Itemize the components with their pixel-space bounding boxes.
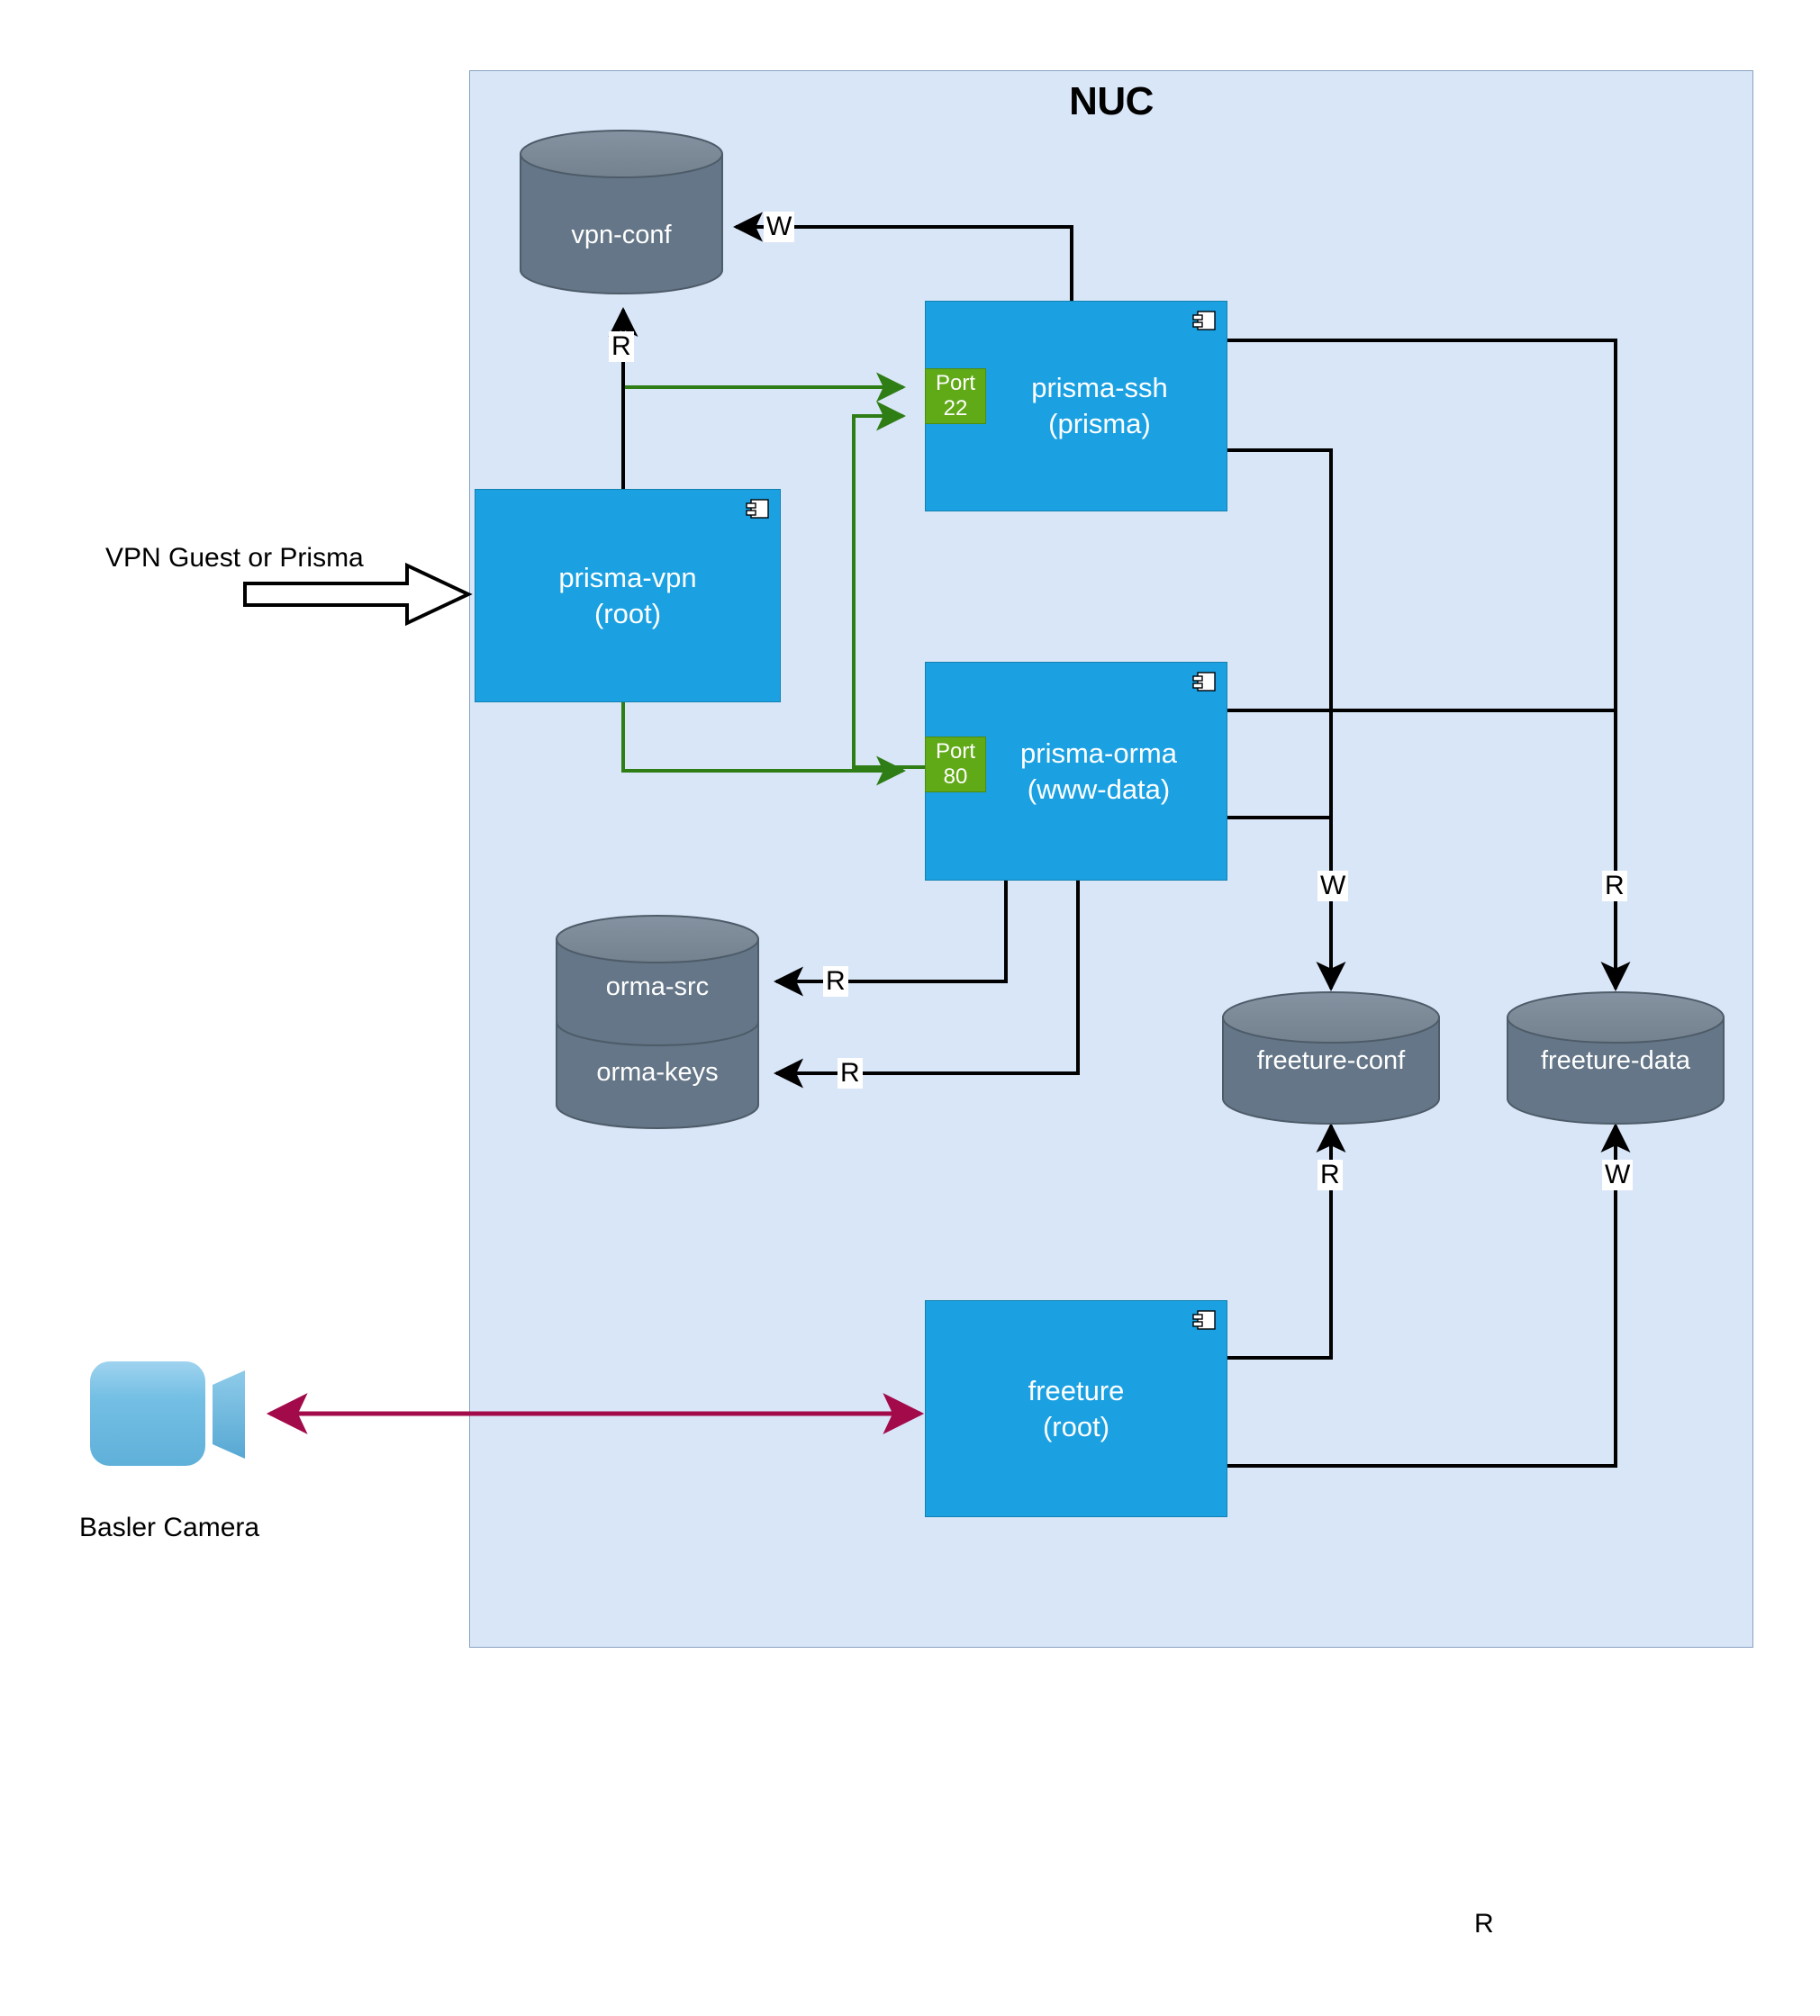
port-label-22: Port — [935, 370, 975, 395]
component-prisma-orma[interactable]: prisma-orma (www-data) — [925, 662, 1227, 881]
port-22[interactable]: Port 22 — [925, 368, 986, 424]
datastore-label-orma-src: orma-src — [605, 972, 710, 1001]
edge-label-vpn-conf-read: R — [609, 331, 634, 362]
component-name-prisma-orma: prisma-orma — [1020, 737, 1177, 769]
edge-label-vpn-conf-write: W — [764, 212, 795, 242]
basler-camera-icon — [90, 1361, 245, 1466]
component-prisma-vpn[interactable]: prisma-vpn (root) — [475, 489, 781, 702]
port-number-22: 22 — [943, 396, 968, 420]
datastore-label-vpn-conf: vpn-conf — [571, 221, 672, 249]
datastore-label-freeture-conf: freeture-conf — [1256, 1046, 1406, 1075]
uml-component-icon — [746, 499, 769, 519]
vpn-entry-label: VPN Guest or Prisma — [105, 543, 364, 573]
uml-component-icon — [1192, 311, 1216, 330]
component-name-prisma-vpn: prisma-vpn — [558, 561, 697, 593]
port-80[interactable]: Port 80 — [925, 737, 986, 792]
port-label-80: Port — [935, 738, 975, 764]
component-user-prisma-orma: (www-data) — [1027, 773, 1171, 805]
component-user-freeture: (root) — [1042, 1410, 1110, 1442]
edge-label-orma-keys-read: R — [838, 1058, 863, 1089]
port-number-80: 80 — [943, 764, 968, 789]
nuc-title: NUC — [1069, 79, 1154, 123]
edge-label-freeture-data-write: W — [1602, 1160, 1634, 1190]
stray-read-label: R — [1474, 1909, 1494, 1939]
edge-label-freeture-conf-read: R — [1317, 1160, 1343, 1190]
datastore-label-orma-keys: orma-keys — [596, 1058, 719, 1087]
component-freeture[interactable]: freeture (root) — [925, 1300, 1227, 1517]
basler-camera-label: Basler Camera — [79, 1513, 260, 1542]
component-user-prisma-vpn: (root) — [593, 597, 662, 629]
component-name-prisma-ssh: prisma-ssh — [1031, 372, 1168, 404]
uml-component-icon — [1192, 672, 1216, 692]
edge-label-orma-src-read: R — [823, 966, 848, 997]
edge-label-freeture-data-read: R — [1602, 871, 1627, 901]
component-user-prisma-ssh: (prisma) — [1048, 408, 1151, 439]
uml-component-icon — [1192, 1310, 1216, 1330]
datastore-label-freeture-data: freeture-data — [1540, 1046, 1691, 1075]
component-name-freeture: freeture — [1028, 1374, 1125, 1406]
edge-label-freeture-conf-write: W — [1317, 871, 1349, 901]
